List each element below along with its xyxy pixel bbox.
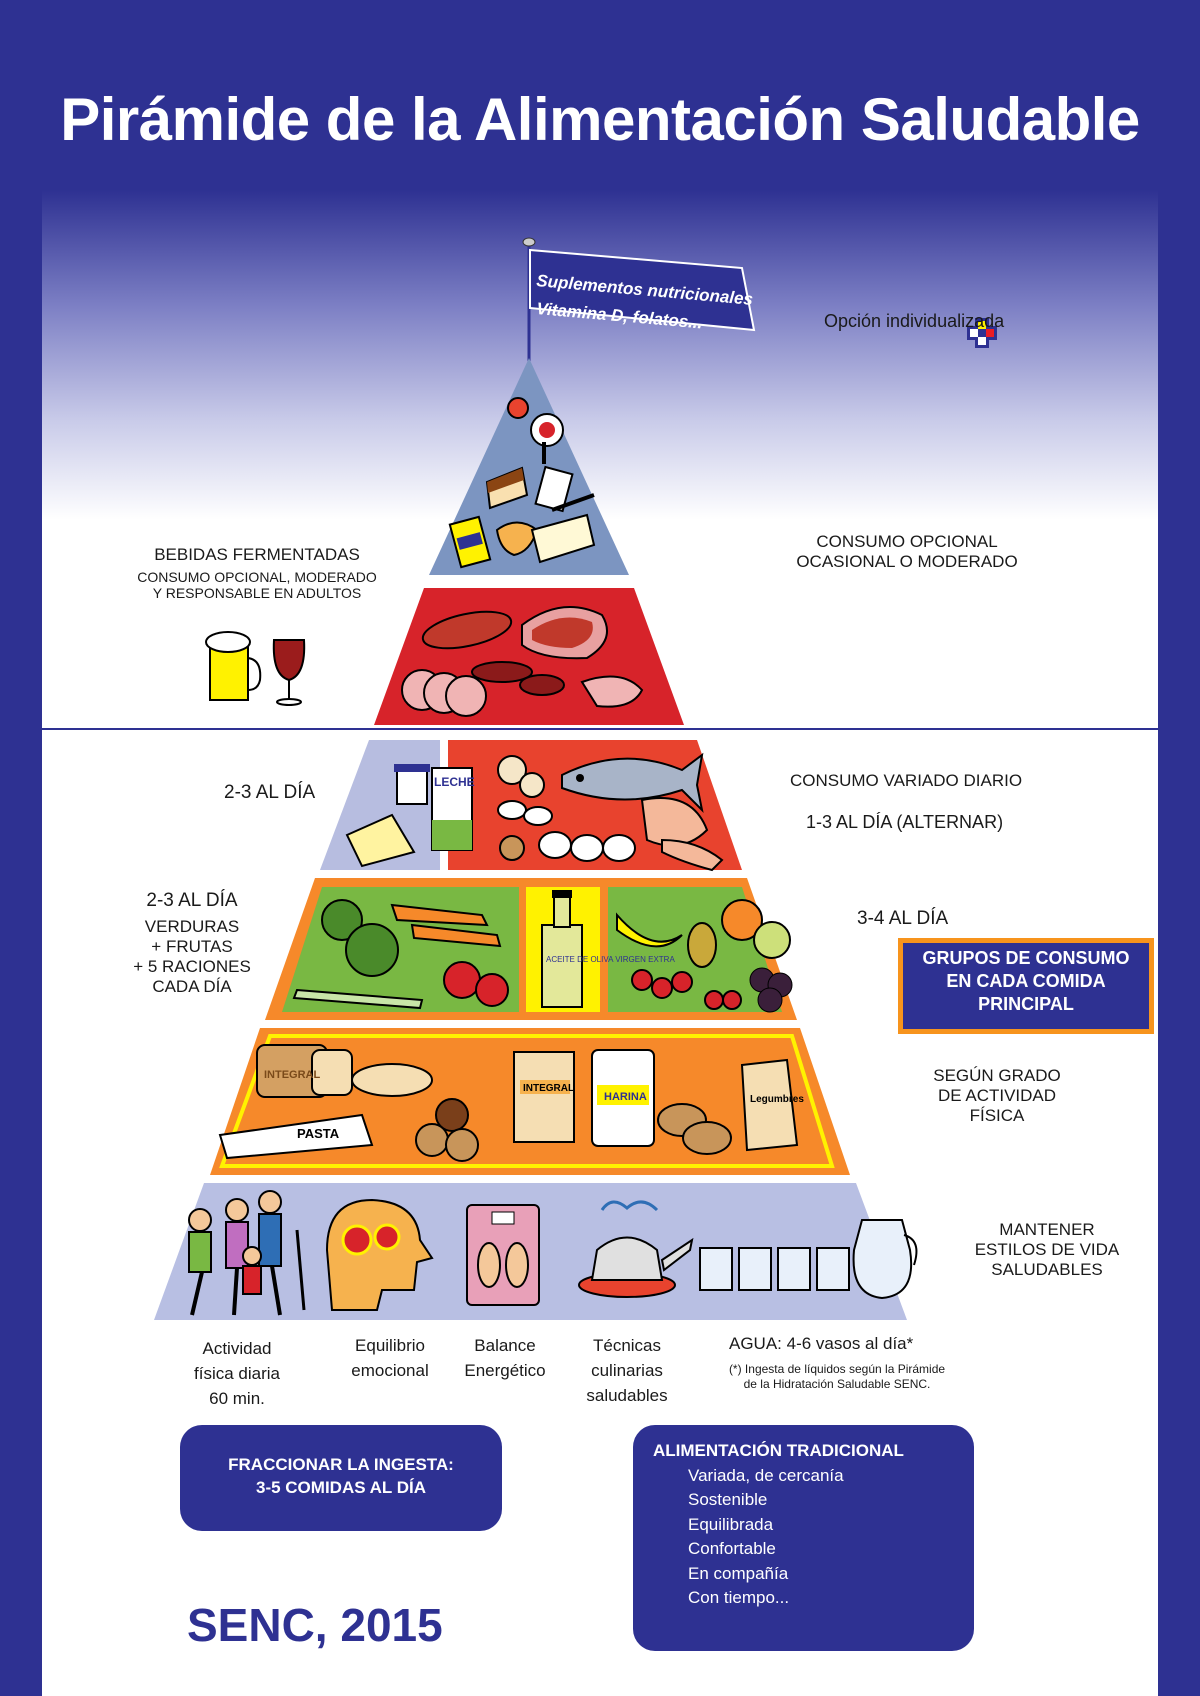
pasta-label: PASTA — [297, 1126, 340, 1141]
tradicional-item: Sostenible — [688, 1490, 768, 1509]
grupos-line1: GRUPOS DE CONSUMO — [922, 948, 1130, 968]
energy-line2: Energético — [464, 1361, 546, 1380]
fermented-title: BEBIDAS FERMENTADAS — [154, 545, 360, 564]
tradicional-list: Variada, de cercanía Sostenible Equilibr… — [633, 1464, 974, 1611]
veg-line5: CADA DÍA — [152, 977, 232, 996]
top-tier-line1: CONSUMO OPCIONAL — [816, 532, 998, 551]
tier-base-lifestyle — [154, 1183, 918, 1320]
tradicional-item: Confortable — [688, 1539, 776, 1558]
top-tier-line2: OCASIONAL O MODERADO — [796, 552, 1018, 571]
legumes-label: Legumbres — [750, 1094, 804, 1105]
tier-top-sweets — [429, 358, 629, 575]
activity-line1: Actividad — [202, 1339, 272, 1358]
activity-line2: física diaria — [194, 1364, 280, 1383]
tradicional-title: ALIMENTACIÓN TRADICIONAL — [653, 1441, 904, 1460]
veg-line2: VERDURAS — [144, 917, 240, 936]
activity-line3: 60 min. — [209, 1389, 265, 1408]
supplements-flag: Suplementos nutricionales Vitamina D, fo… — [522, 237, 756, 370]
dairy-frequency: 2-3 AL DÍA — [224, 782, 316, 803]
veg-line4: + 5 RACIONES — [133, 957, 251, 976]
techniques-line1: Técnicas — [592, 1336, 662, 1355]
emotional-line2: emocional — [351, 1361, 429, 1380]
divider-line — [42, 728, 1158, 730]
page-title: Pirámide de la Alimentación Saludable — [60, 86, 1140, 153]
cereals-line1: SEGÚN GRADO — [933, 1066, 1061, 1085]
tier-dairy-protein: LECHE — [320, 740, 742, 872]
top-tier-label: CONSUMO OPCIONAL OCASIONAL O MODERADO — [772, 532, 1042, 572]
cereal-label: INTEGRAL — [523, 1083, 574, 1094]
fermented-line2: Y RESPONSABLE EN ADULTOS — [152, 585, 362, 601]
fraccionar-line1: FRACCIONAR LA INGESTA: — [228, 1455, 454, 1474]
sky-gradient — [42, 190, 1158, 520]
wine-glass-icon — [272, 639, 306, 706]
grupos-line3: PRINCIPAL — [978, 994, 1074, 1014]
senc-credit: SENC, 2015 — [187, 1599, 443, 1651]
fruits-frequency: 3-4 AL DÍA — [857, 908, 949, 929]
tradicional-box: ALIMENTACIÓN TRADICIONAL Variada, de cer… — [633, 1425, 974, 1651]
base-line2: ESTILOS DE VIDA — [974, 1240, 1120, 1259]
base-line3: SALUDABLES — [991, 1260, 1103, 1279]
fraccionar-box: FRACCIONAR LA INGESTA: 3-5 COMIDAS AL DÍ… — [180, 1425, 502, 1531]
optional-individual-label: Opción individualizada — [824, 311, 1005, 331]
tier-cereals: INTEGRAL PASTA INTEGRAL HARINA Legumbres — [210, 1028, 850, 1175]
protein-label-line1: CONSUMO VARIADO DIARIO — [790, 771, 1023, 790]
milk-label: LECHE — [434, 775, 475, 789]
pyramid-graphic: Suplementos nutricionales Vitamina D, fo… — [154, 237, 997, 1320]
tradicional-item: Variada, de cercanía — [688, 1465, 844, 1485]
techniques-line2: culinarias — [591, 1361, 663, 1380]
base-line1: MANTENER — [999, 1220, 1095, 1239]
fermented-line1: CONSUMO OPCIONAL, MODERADO — [137, 569, 377, 585]
tier-vegetables-fruits: ACEITE DE OLIVA VIRGEN EXTRA — [265, 878, 797, 1020]
base-label: MANTENER ESTILOS DE VIDA SALUDABLES — [947, 1220, 1147, 1280]
energy-caption: Balance Energético — [450, 1333, 560, 1383]
techniques-caption: Técnicas culinarias saludables — [572, 1333, 682, 1408]
grupos-line2: EN CADA COMIDA — [946, 971, 1106, 991]
energy-line1: Balance — [474, 1336, 536, 1355]
grupos-consumo-box: GRUPOS DE CONSUMO EN CADA COMIDA PRINCIP… — [898, 938, 1154, 1034]
beer-icon — [205, 631, 262, 701]
veg-line3: + FRUTAS — [151, 937, 233, 956]
cereals-line3: FÍSICA — [969, 1106, 1025, 1125]
cereals-label: SEGÚN GRADO DE ACTIVIDAD FÍSICA — [912, 1066, 1082, 1126]
flour-label: HARINA — [604, 1091, 647, 1103]
protein-label-line2: 1-3 AL DÍA (ALTERNAR) — [806, 812, 1004, 832]
cereals-line2: DE ACTIVIDAD — [937, 1086, 1057, 1105]
bread-label: INTEGRAL — [264, 1069, 321, 1081]
tradicional-item: En compañía — [688, 1563, 789, 1583]
water-note: (*) Ingesta de líquidos según la Pirámid… — [702, 1362, 972, 1392]
tradicional-item: Equilibrada — [688, 1514, 774, 1534]
activity-caption: Actividad física diaria 60 min. — [162, 1336, 312, 1411]
techniques-line3: saludables — [586, 1386, 668, 1405]
emotional-line1: Equilibrio — [355, 1336, 425, 1355]
tradicional-item: Con tiempo... — [688, 1588, 790, 1607]
water-note-line1: (*) Ingesta de líquidos según la Pirámid… — [728, 1362, 946, 1376]
tier-meat — [374, 588, 684, 725]
fermented-label: BEBIDAS FERMENTADAS CONSUMO OPCIONAL, MO… — [112, 545, 402, 601]
cross-icon — [967, 318, 997, 348]
vegetables-label: 2-3 AL DÍA VERDURAS + FRUTAS + 5 RACIONE… — [102, 890, 282, 997]
fraccionar-line2: 3-5 COMIDAS AL DÍA — [255, 1478, 427, 1497]
emotional-caption: Equilibrio emocional — [330, 1333, 450, 1383]
veg-line1: 2-3 AL DÍA — [146, 890, 238, 911]
water-caption: AGUA: 4-6 vasos al día* — [729, 1334, 914, 1353]
poster-panel: Suplementos nutricionales Vitamina D, fo… — [42, 190, 1158, 1696]
oil-label: ACEITE DE OLIVA VIRGEN EXTRA — [546, 955, 675, 964]
water-note-line2: de la Hidratación Saludable SENC. — [743, 1377, 931, 1391]
